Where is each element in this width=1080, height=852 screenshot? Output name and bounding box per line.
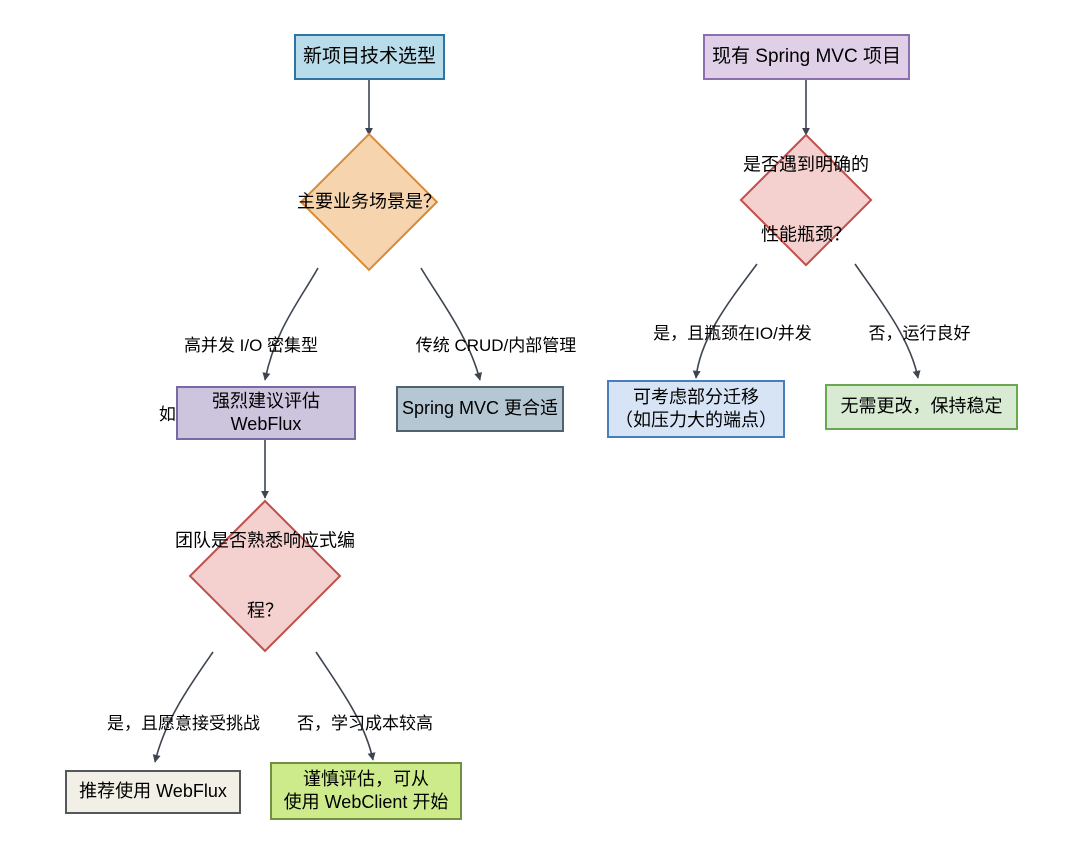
node-label-line1: 强烈建议评估: [212, 390, 320, 411]
edge-label-no-learning-cost: 否，学习成本较高: [296, 713, 433, 733]
node-label: 推荐使用 WebFlux: [79, 781, 227, 802]
edge-label-traditional-crud: 传统 CRUD/内部管理 CPU计算密集: [396, 289, 596, 473]
node-label: 新项目技术选型: [302, 45, 436, 67]
node-label-line2: 性能瓶颈？: [761, 224, 851, 245]
node-label: 主要业务场景是？: [297, 191, 441, 212]
edge-label-yes-io-bottleneck: 是，且瓶颈在IO/并发: [653, 323, 812, 343]
node-label: Spring MVC 更合适: [401, 398, 559, 419]
node-cautious-evaluate-webclient[interactable]: 谨慎评估，可从 使用 WebClient 开始: [270, 762, 462, 820]
node-new-project-tech-selection[interactable]: 新项目技术选型: [294, 34, 445, 80]
node-spring-mvc-better-fit[interactable]: Spring MVC 更合适: [396, 386, 564, 432]
node-label: 现有 Spring MVC 项目: [712, 45, 901, 67]
node-label-line2: （如压力大的端点）: [615, 410, 777, 430]
edge-label-yes-willing-challenge: 是，且愿意接受挑战: [106, 713, 260, 733]
node-consider-partial-migration[interactable]: 可考虑部分迁移 （如压力大的端点）: [607, 380, 785, 438]
node-label-line1: 是否遇到明确的: [743, 154, 869, 175]
node-no-change-keep-stable[interactable]: 无需更改，保持稳定: [825, 384, 1018, 430]
node-label-line2: WebFlux: [230, 414, 302, 434]
edge-label-high-concurrency: 高并发 I/O 密集型 如:网关/实时推送/消息夂: [146, 289, 356, 473]
node-label: 团队是否熟悉响应式编 程？: [160, 482, 370, 669]
node-label: 是否遇到明确的 性能瓶颈？: [706, 106, 906, 293]
node-strongly-recommend-webflux[interactable]: 强烈建议评估 WebFlux: [176, 386, 356, 440]
node-decision-main-business-scenario[interactable]: 主要业务场景是？: [259, 132, 479, 272]
node-recommend-use-webflux[interactable]: 推荐使用 WebFlux: [65, 770, 241, 814]
node-label-line2: 使用 WebClient 开始: [283, 792, 449, 812]
node-label-line1: 可考虑部分迁移: [633, 386, 759, 407]
node-label-line1: 团队是否熟悉响应式编: [175, 530, 355, 551]
edge-label-no-running-well: 否，运行良好: [868, 323, 971, 343]
node-existing-spring-mvc-project[interactable]: 现有 Spring MVC 项目: [703, 34, 910, 80]
edge-label-line1: 传统 CRUD/内部管理: [415, 335, 577, 355]
node-decision-performance-bottleneck[interactable]: 是否遇到明确的 性能瓶颈？: [706, 133, 906, 267]
node-decision-team-familiar-reactive[interactable]: 团队是否熟悉响应式编 程？: [157, 498, 373, 654]
node-label-line2: 程？: [247, 600, 283, 621]
node-label: 无需更改，保持稳定: [840, 396, 1003, 417]
node-label-line1: 谨慎评估，可从: [303, 768, 429, 789]
edge-label-line1: 高并发 I/O 密集型: [183, 335, 319, 355]
